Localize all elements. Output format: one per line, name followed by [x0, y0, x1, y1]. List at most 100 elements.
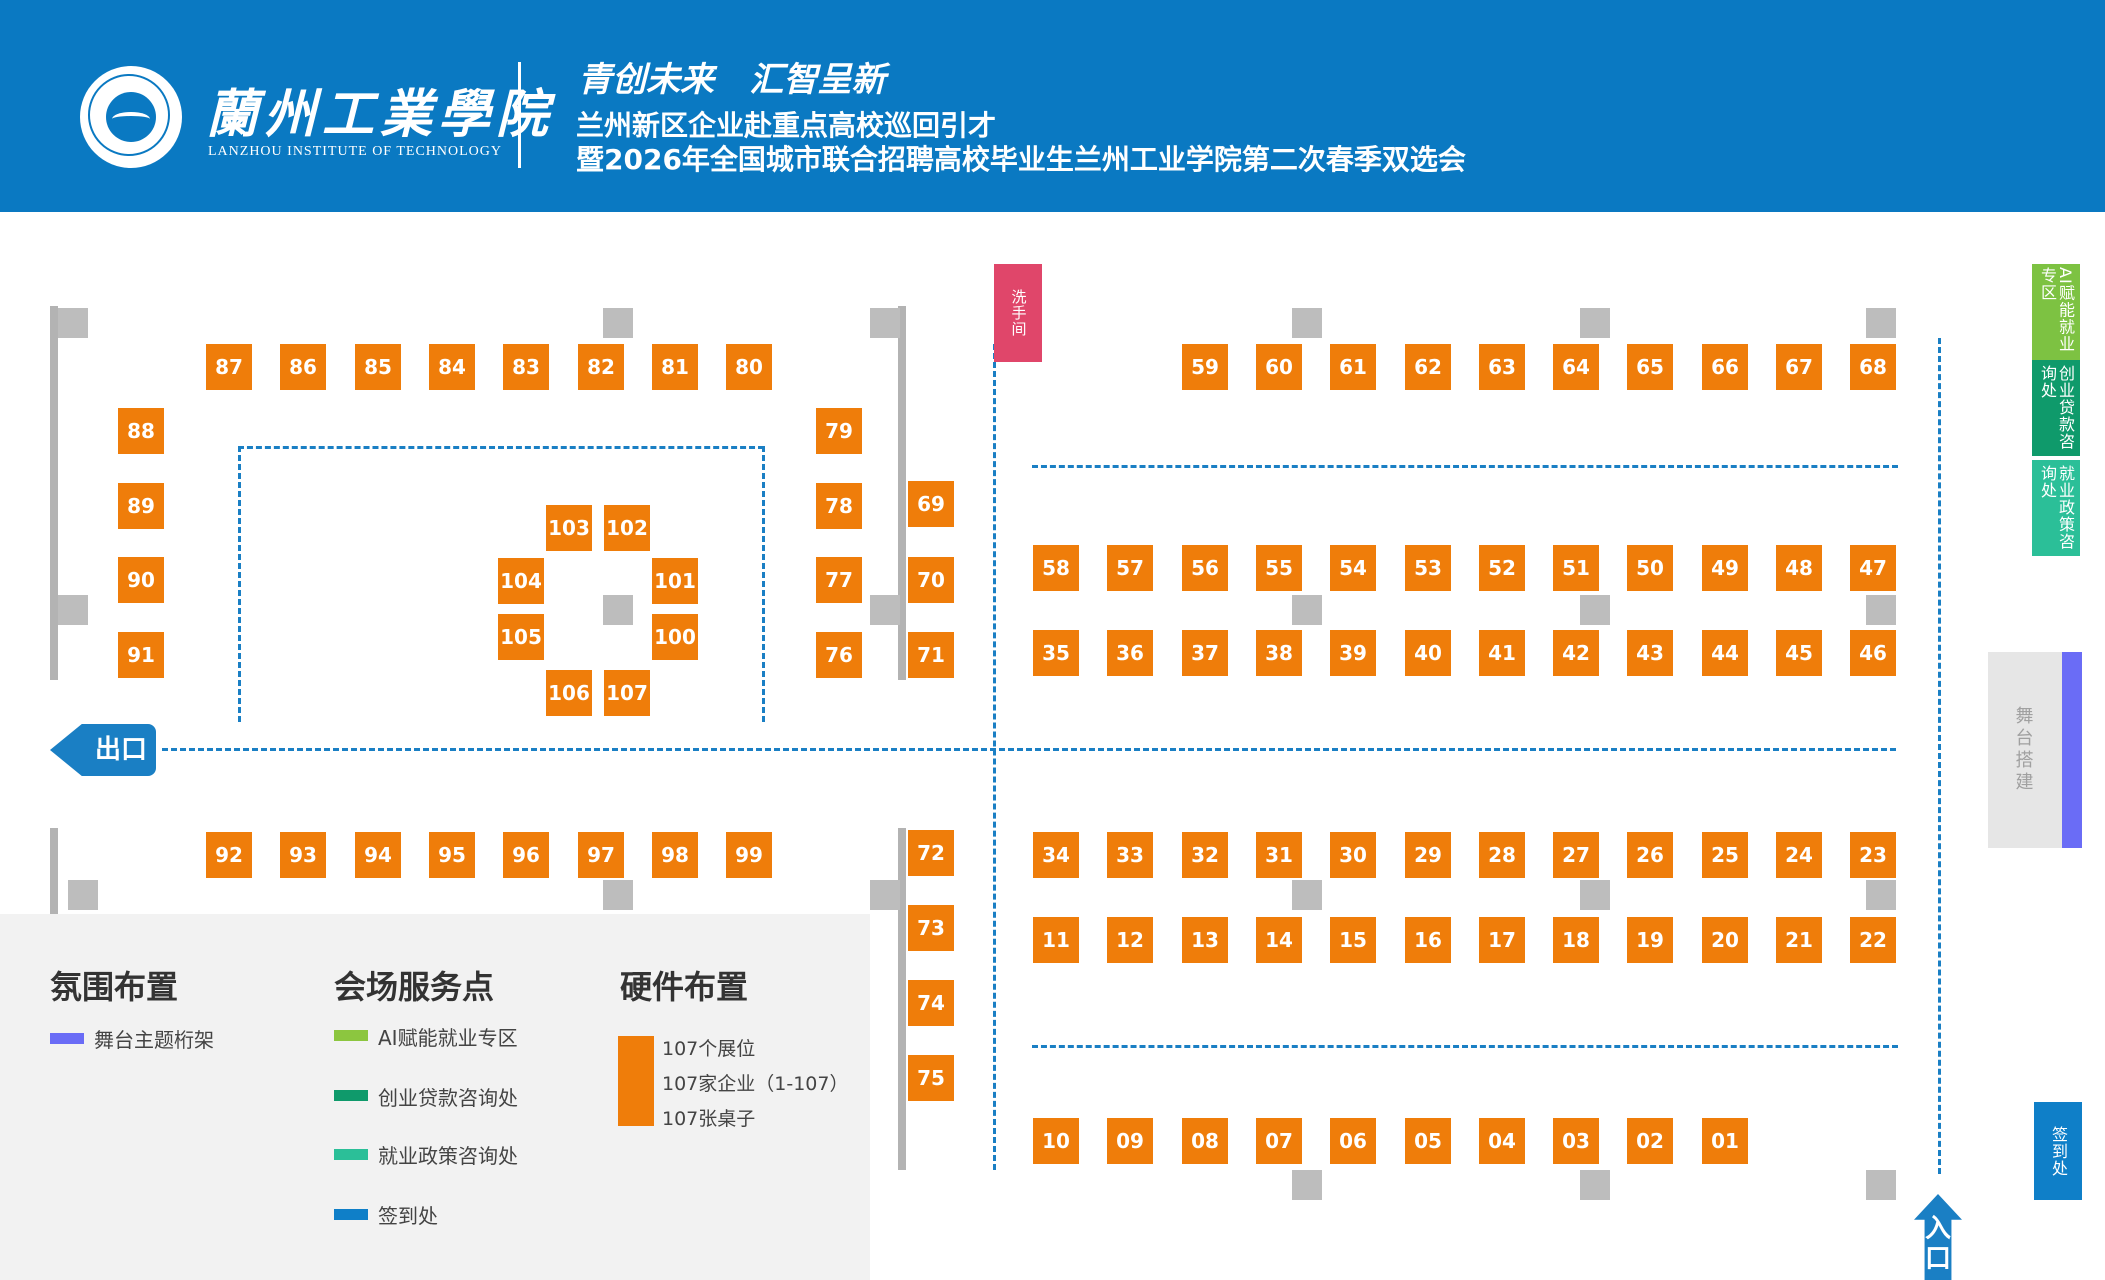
stage-area — [1988, 652, 2062, 848]
booth-16: 16 — [1405, 917, 1451, 963]
booth-04: 04 — [1479, 1118, 1525, 1164]
booth-44: 44 — [1702, 630, 1748, 676]
booth-77: 77 — [816, 557, 862, 603]
booth-29: 29 — [1405, 832, 1451, 878]
booth-80: 80 — [726, 344, 772, 390]
booth-32: 32 — [1182, 832, 1228, 878]
booth-103: 103 — [546, 505, 592, 551]
pillar — [870, 595, 900, 625]
pillar — [603, 880, 633, 910]
booth-95: 95 — [429, 832, 475, 878]
restroom-label: 洗手间 — [1009, 289, 1028, 337]
circle-zone-border-top — [238, 446, 764, 449]
booth-07: 07 — [1256, 1118, 1302, 1164]
policy-desk-label: 就业政策咨询处 — [2038, 465, 2075, 550]
booth-60: 60 — [1256, 344, 1302, 390]
pillar — [603, 308, 633, 338]
exit-sign: 出口 — [50, 724, 156, 776]
main-walkway — [162, 748, 1896, 751]
stage-label: 舞台搭建 — [2015, 706, 2035, 793]
checkin-desk: 签到处 — [2034, 1102, 2082, 1200]
pillar — [1866, 1170, 1896, 1200]
central-walkway — [993, 344, 996, 1170]
booth-21: 21 — [1776, 917, 1822, 963]
booth-38: 38 — [1256, 630, 1302, 676]
booth-62: 62 — [1405, 344, 1451, 390]
legend-ai-zone-label: AI赋能就业专区 — [378, 1026, 518, 1050]
booth-22: 22 — [1850, 917, 1896, 963]
school-logo — [80, 66, 182, 168]
upper-aisle — [1032, 465, 1898, 468]
booth-107: 107 — [604, 670, 650, 716]
booth-28: 28 — [1479, 832, 1525, 878]
booth-69: 69 — [908, 481, 954, 527]
booth-57: 57 — [1107, 545, 1153, 591]
event-title-line1: 兰州新区企业赴重点高校巡回引才 — [576, 109, 997, 142]
legend-loan-label: 创业贷款咨询处 — [378, 1086, 518, 1110]
booth-33: 33 — [1107, 832, 1153, 878]
legend-checkin-swatch — [334, 1209, 368, 1220]
booth-14: 14 — [1256, 917, 1302, 963]
booth-58: 58 — [1033, 545, 1079, 591]
circle-zone-border-right — [762, 446, 765, 722]
header-banner: 蘭州工業學院 LANZHOU INSTITUTE OF TECHNOLOGY 青… — [0, 0, 2105, 212]
booth-53: 53 — [1405, 545, 1451, 591]
booth-10: 10 — [1033, 1118, 1079, 1164]
legend-hardware-line3: 107张桌子 — [662, 1108, 756, 1130]
booth-90: 90 — [118, 557, 164, 603]
booth-98: 98 — [652, 832, 698, 878]
ai-zone-label: AI赋能就业专区 — [2038, 267, 2075, 353]
booth-26: 26 — [1627, 832, 1673, 878]
booth-68: 68 — [1850, 344, 1896, 390]
booth-83: 83 — [503, 344, 549, 390]
booth-105: 105 — [498, 614, 544, 660]
booth-25: 25 — [1702, 832, 1748, 878]
pillar — [1292, 595, 1322, 625]
booth-81: 81 — [652, 344, 698, 390]
pillar — [1292, 880, 1322, 910]
booth-91: 91 — [118, 632, 164, 678]
booth-71: 71 — [908, 632, 954, 678]
legend-loan-swatch — [334, 1090, 368, 1101]
pillar — [68, 880, 98, 910]
booth-79: 79 — [816, 408, 862, 454]
booth-03: 03 — [1553, 1118, 1599, 1164]
legend-policy-swatch — [334, 1149, 368, 1160]
booth-05: 05 — [1405, 1118, 1451, 1164]
exit-label: 出口 — [94, 735, 147, 765]
booth-02: 02 — [1627, 1118, 1673, 1164]
booth-61: 61 — [1330, 344, 1376, 390]
booth-13: 13 — [1182, 917, 1228, 963]
booth-94: 94 — [355, 832, 401, 878]
booth-49: 49 — [1702, 545, 1748, 591]
booth-48: 48 — [1776, 545, 1822, 591]
legend-panel — [0, 914, 870, 1280]
booth-52: 52 — [1479, 545, 1525, 591]
booth-100: 100 — [652, 614, 698, 660]
school-name-chinese: 蘭州工業學院 — [206, 84, 555, 145]
booth-42: 42 — [1553, 630, 1599, 676]
pillar — [1580, 1170, 1610, 1200]
booth-50: 50 — [1627, 545, 1673, 591]
booth-72: 72 — [908, 830, 954, 876]
booth-39: 39 — [1330, 630, 1376, 676]
loan-desk: 创业贷款咨询处 — [2032, 360, 2080, 456]
booth-64: 64 — [1553, 344, 1599, 390]
booth-65: 65 — [1627, 344, 1673, 390]
pillar — [1866, 880, 1896, 910]
booth-41: 41 — [1479, 630, 1525, 676]
booth-101: 101 — [652, 558, 698, 604]
event-slogan: 青创未来 汇智呈新 — [578, 60, 886, 100]
booth-56: 56 — [1182, 545, 1228, 591]
booth-27: 27 — [1553, 832, 1599, 878]
booth-88: 88 — [118, 408, 164, 454]
pillar — [870, 880, 900, 910]
booth-51: 51 — [1553, 545, 1599, 591]
booth-43: 43 — [1627, 630, 1673, 676]
booth-54: 54 — [1330, 545, 1376, 591]
booth-84: 84 — [429, 344, 475, 390]
booth-19: 19 — [1627, 917, 1673, 963]
left-wall-upper — [50, 306, 58, 680]
booth-67: 67 — [1776, 344, 1822, 390]
booth-31: 31 — [1256, 832, 1302, 878]
